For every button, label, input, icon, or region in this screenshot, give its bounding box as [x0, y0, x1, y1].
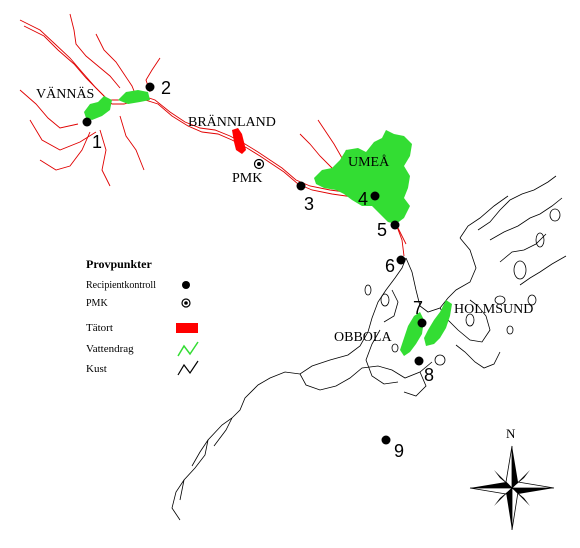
point-5 [390, 220, 400, 230]
legend-pmk-label: PMK [86, 298, 108, 309]
coastline [171, 175, 567, 521]
label-brannland: BRÄNNLAND [188, 113, 276, 130]
green-areas [84, 90, 452, 356]
legend-kust-label: Kust [86, 363, 107, 375]
label-point-3: 3 [304, 194, 314, 214]
point-7 [417, 318, 427, 328]
point-1 [82, 117, 92, 127]
legend-title: Provpunkter [86, 257, 152, 271]
label-point-2: 2 [161, 78, 171, 98]
legend-pmk-symbol [181, 298, 191, 308]
brannland-town-area [232, 128, 246, 154]
sampling-points [82, 82, 427, 445]
label-point-1: 1 [92, 132, 102, 152]
label-umea: UMEÅ [348, 154, 390, 170]
label-pmk: PMK [232, 171, 262, 186]
label-holmsund: HOLMSUND [454, 302, 533, 317]
legend-vattendrag-symbol [177, 341, 199, 357]
rivers [19, 13, 407, 257]
label-point-9: 9 [394, 441, 404, 461]
point-4 [370, 191, 380, 201]
legend-tatort-label: Tätort [86, 322, 113, 334]
legend-recipient-symbol [182, 281, 190, 289]
label-point-8: 8 [424, 365, 434, 385]
legend-kust-symbol [177, 360, 199, 376]
vannas-green-area [84, 96, 112, 120]
label-point-6: 6 [385, 256, 395, 276]
label-point-4: 4 [358, 189, 368, 209]
legend-recipient-label: Recipientkontroll [86, 280, 156, 291]
label-point-5: 5 [377, 220, 387, 240]
obbola-green-area [400, 312, 424, 356]
point-8 [414, 356, 424, 366]
vattendrag-green-strip [118, 90, 150, 104]
label-vannas: VÄNNÄS [36, 85, 94, 102]
legend-vattendrag-label: Vattendrag [86, 343, 134, 355]
point-3 [296, 181, 306, 191]
legend-tatort-symbol [176, 323, 198, 333]
pmk-marker [253, 158, 265, 170]
point-9 [381, 435, 391, 445]
compass-north-label: N [506, 426, 516, 441]
point-2 [145, 82, 155, 92]
point-6 [396, 255, 406, 265]
holmsund-green-area [424, 300, 452, 346]
islands [364, 208, 561, 366]
umea-green-area [314, 130, 412, 224]
compass-rose-icon: N [469, 426, 555, 531]
legend: Provpunkter Recipientkontroll PMK Tätort… [86, 257, 199, 376]
label-point-7: 7 [413, 298, 423, 318]
label-obbola: OBBOLA [334, 330, 392, 345]
